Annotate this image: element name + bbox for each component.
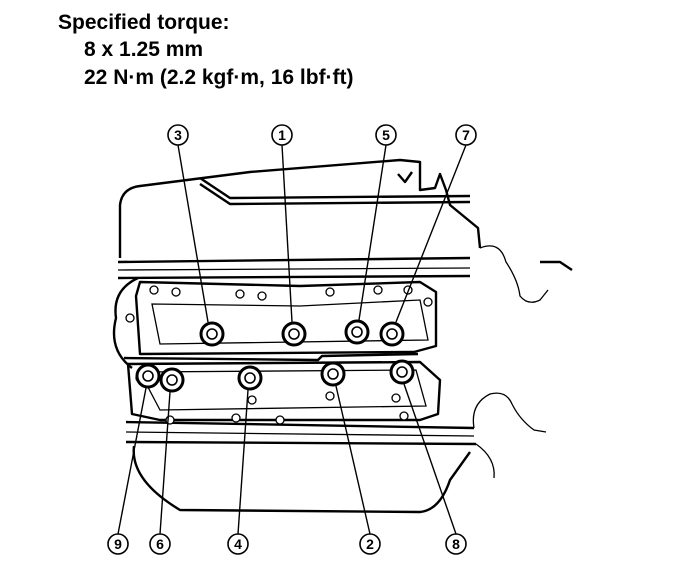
bolt-7 [379,321,405,347]
svg-text:5: 5 [382,127,390,143]
bolt-4 [237,365,263,391]
svg-text:8: 8 [452,536,460,552]
callout-top-7: 7 [455,124,477,146]
svg-text:3: 3 [174,127,182,143]
bolt-2 [320,361,346,387]
callout-bottom-6: 6 [149,533,171,555]
callout-bottom-4: 4 [227,533,249,555]
callout-bottom-8: 8 [445,533,467,555]
bolt-6 [159,367,185,393]
svg-text:7: 7 [462,127,470,143]
bolt-heads [135,319,415,393]
callout-top-5: 5 [375,124,397,146]
bolt-1 [281,321,307,347]
svg-text:9: 9 [114,536,122,552]
torque-specification: Specified torque: 8 x 1.25 mm 22 N·m (2.… [58,12,354,95]
svg-text:4: 4 [234,536,242,552]
bolt-size: 8 x 1.25 mm [84,38,204,61]
engine-outline [112,158,573,514]
mounting-holes [125,285,433,425]
leader-lines [117,144,467,535]
torque-value: 22 N·m (2.2 kgf·m, 16 lbf·ft) [84,66,354,89]
bolt-8 [389,359,415,385]
bolt-5 [344,319,370,345]
callout-top-1: 1 [271,124,293,146]
bolt-3 [199,321,225,347]
svg-text:2: 2 [366,536,374,552]
torque-heading: Specified torque: [58,11,230,34]
callout-bottom-2: 2 [359,533,381,555]
svg-text:6: 6 [156,536,164,552]
callout-top-3: 3 [167,124,189,146]
callout-bottom-9: 9 [107,533,129,555]
bolt-9 [135,363,161,389]
svg-text:1: 1 [278,127,286,143]
